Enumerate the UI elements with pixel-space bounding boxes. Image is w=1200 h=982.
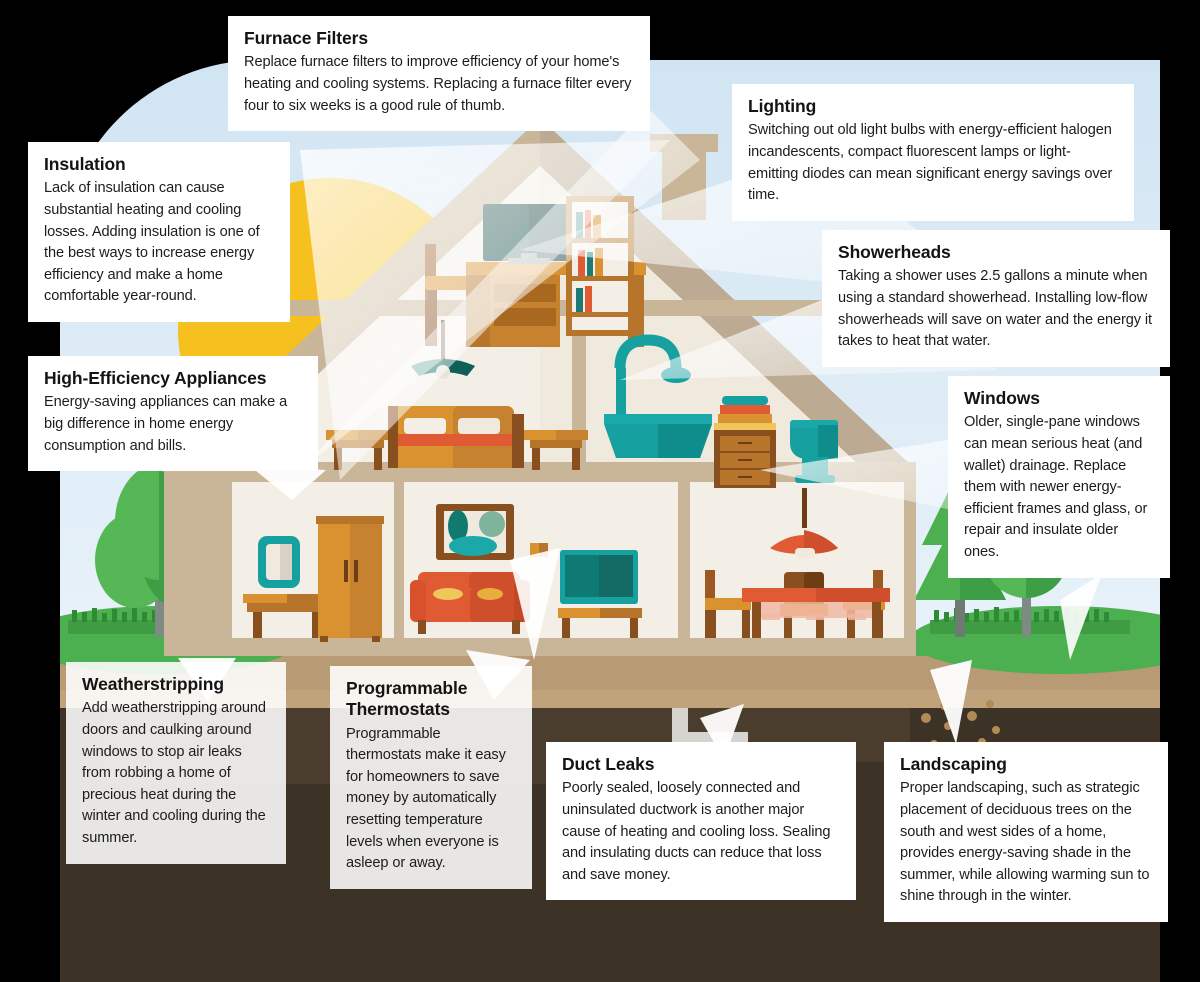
callout-title: Programmable Thermostats bbox=[346, 678, 468, 720]
callout-weatherstripping: Weatherstripping Add weatherstripping ar… bbox=[66, 662, 286, 864]
callout-title: Duct Leaks bbox=[562, 754, 655, 774]
callout-lighting: Lighting Switching out old light bulbs w… bbox=[732, 84, 1134, 221]
callout-insulation: Insulation Lack of insulation can cause … bbox=[28, 142, 290, 322]
bathroom bbox=[604, 334, 838, 488]
callout-windows: Windows Older, single-pane windows can m… bbox=[948, 376, 1170, 578]
toilet bbox=[790, 420, 838, 483]
entry-hall bbox=[243, 516, 384, 642]
callout-body: Switching out old light bulbs with energ… bbox=[748, 122, 1113, 204]
callout-body: Programmable thermostats make it easy fo… bbox=[346, 725, 506, 872]
chair-left bbox=[705, 570, 751, 638]
callout-showerheads: Showerheads Taking a shower uses 2.5 gal… bbox=[822, 230, 1170, 367]
callout-title: Furnace Filters bbox=[244, 28, 368, 48]
callout-body: Lack of insulation can cause substantial… bbox=[44, 180, 260, 305]
callout-landscaping: Landscaping Proper landscaping, such as … bbox=[884, 742, 1168, 922]
callout-body: Poorly sealed, loosely connected and uni… bbox=[562, 780, 831, 883]
callout-title: Weatherstripping bbox=[82, 674, 224, 694]
callout-programmable-thermostats: Programmable Thermostats Programmable th… bbox=[330, 666, 532, 889]
callout-furnace-filters: Furnace Filters Replace furnace filters … bbox=[228, 16, 650, 132]
bedroom bbox=[326, 320, 588, 470]
callout-duct-leaks: Duct Leaks Poorly sealed, loosely connec… bbox=[546, 742, 856, 901]
callout-body: Add weatherstripping around doors and ca… bbox=[82, 700, 266, 846]
callout-title: Showerheads bbox=[838, 242, 951, 262]
upper-wall-divider bbox=[572, 316, 586, 464]
callout-title: Lighting bbox=[748, 96, 817, 116]
callout-body: Proper landscaping, such as strategic pl… bbox=[900, 780, 1150, 905]
dining-pendant-lamp bbox=[770, 488, 838, 558]
callout-title: Windows bbox=[964, 388, 1040, 408]
dining-table bbox=[742, 588, 890, 638]
callout-body: Older, single-pane windows can mean seri… bbox=[964, 414, 1148, 560]
dining-room bbox=[705, 488, 890, 638]
nightstand-right bbox=[524, 430, 588, 470]
console-table bbox=[243, 594, 331, 638]
callout-high-efficiency-appliances: High-Efficiency Appliances Energy-saving… bbox=[28, 356, 318, 472]
bed bbox=[388, 406, 524, 468]
wardrobe bbox=[316, 516, 384, 642]
callout-body: Energy-saving appliances can make a big … bbox=[44, 394, 288, 454]
framed-art bbox=[436, 504, 514, 560]
callout-body: Replace furnace filters to improve effic… bbox=[244, 54, 632, 114]
mirror bbox=[258, 536, 300, 588]
towel-dresser bbox=[714, 396, 776, 488]
tv-stand bbox=[558, 608, 642, 638]
sofa bbox=[410, 572, 530, 634]
living-room bbox=[410, 504, 642, 638]
callout-body: Taking a shower uses 2.5 gallons a minut… bbox=[838, 268, 1153, 350]
callout-title: High-Efficiency Appliances bbox=[44, 368, 267, 388]
television bbox=[560, 550, 638, 604]
callout-title: Landscaping bbox=[900, 754, 1007, 774]
callout-title: Insulation bbox=[44, 154, 126, 174]
